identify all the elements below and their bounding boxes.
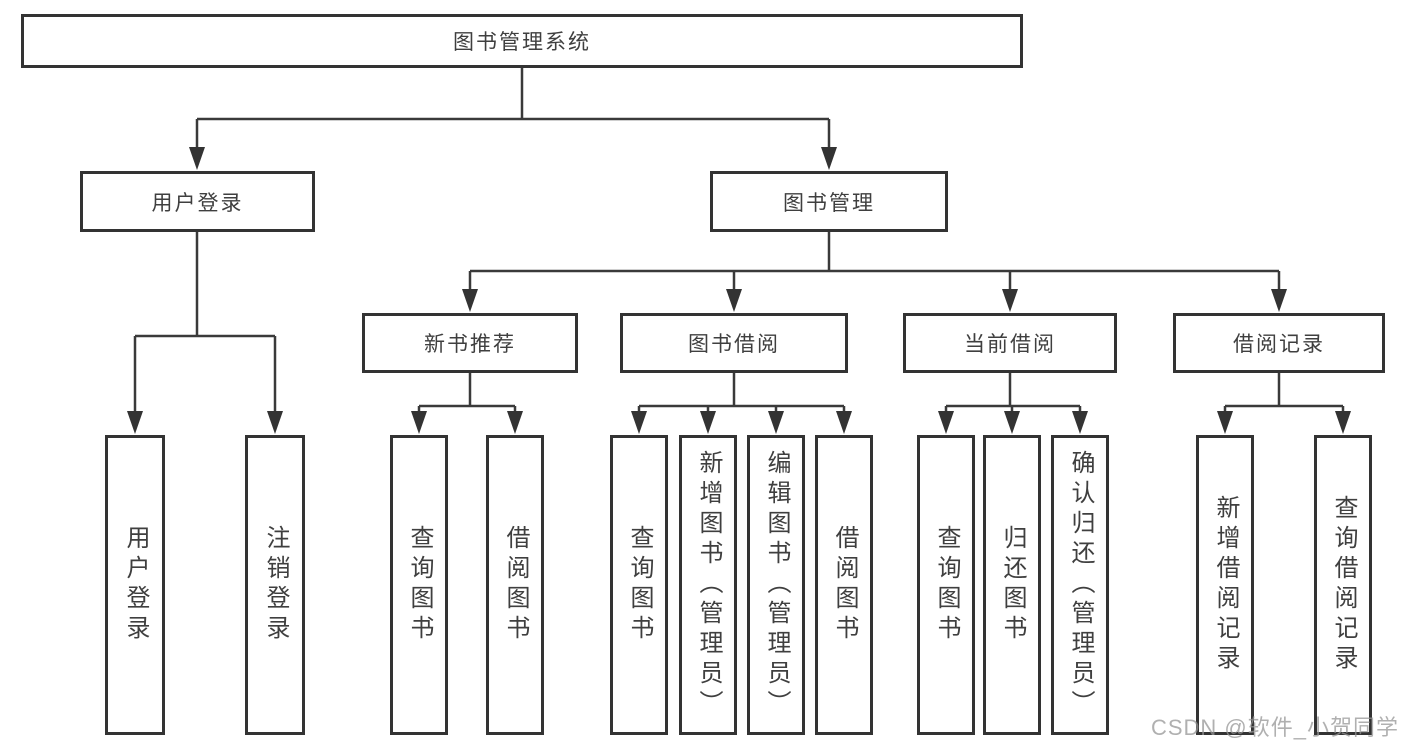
node-label: 查询图书 [933,525,960,645]
node-label: 图书管理系统 [453,31,591,54]
connector-mgmt-to-level3 [468,232,1281,292]
node-label: 归还图书 [999,525,1026,645]
leaf-borrow-edit-books-admin: 编辑图书（管理员） [747,435,805,735]
node-label: 用户登录 [122,525,149,645]
leaf-current-confirm-return-admin: 确认归还（管理员） [1051,435,1109,735]
connector-login-to-leaves [133,232,277,414]
node-label: 注销登录 [262,525,289,645]
leaf-newbook-borrow-books: 借阅图书 [486,435,544,735]
node-borrowing-records: 借阅记录 [1173,313,1385,373]
node-label: 用户登录 [151,191,244,215]
node-label: 当前借阅 [964,333,1056,356]
leaf-records-query-record: 查询借阅记录 [1314,435,1372,735]
node-label: 新增图书（管理员） [695,450,722,720]
node-label: 借阅图书 [502,525,529,645]
node-user-login: 用户登录 [80,171,315,232]
leaf-borrow-add-books-admin: 新增图书（管理员） [679,435,737,735]
arrowheads [127,147,1351,434]
leaf-borrow-query-books: 查询图书 [610,435,668,735]
node-label: 图书管理 [783,191,875,215]
node-current-borrowing: 当前借阅 [903,313,1117,373]
node-label: 编辑图书（管理员） [763,450,790,720]
leaf-user-login: 用户登录 [105,435,165,735]
node-label: 新书推荐 [424,333,516,356]
leaf-current-return-books: 归还图书 [983,435,1041,735]
node-library-management-system: 图书管理系统 [21,14,1023,68]
leaf-logout: 注销登录 [245,435,305,735]
node-new-book-recommendation: 新书推荐 [362,313,578,373]
node-book-management: 图书管理 [710,171,948,232]
connector-borrow-to-leaves [637,373,846,414]
connector-records-to-leaves [1223,373,1345,414]
connector-newbook-to-leaves [417,373,517,414]
node-label: 借阅图书 [831,525,858,645]
leaf-borrow-borrow-books: 借阅图书 [815,435,873,735]
node-label: 查询图书 [406,525,433,645]
node-label: 新增借阅记录 [1212,495,1239,675]
connector-root-to-level2 [195,68,831,150]
leaf-records-add-record: 新增借阅记录 [1196,435,1254,735]
node-label: 查询借阅记录 [1330,495,1357,675]
node-label: 借阅记录 [1233,333,1325,356]
leaf-current-query-books: 查询图书 [917,435,975,735]
node-label: 图书借阅 [688,333,780,356]
leaf-newbook-query-books: 查询图书 [390,435,448,735]
node-label: 查询图书 [626,525,653,645]
csdn-watermark: CSDN @软件_小贺同学 [1150,715,1399,740]
node-label: 确认归还（管理员） [1067,450,1094,720]
node-book-borrowing: 图书借阅 [620,313,848,373]
connector-current-to-leaves [944,373,1082,414]
